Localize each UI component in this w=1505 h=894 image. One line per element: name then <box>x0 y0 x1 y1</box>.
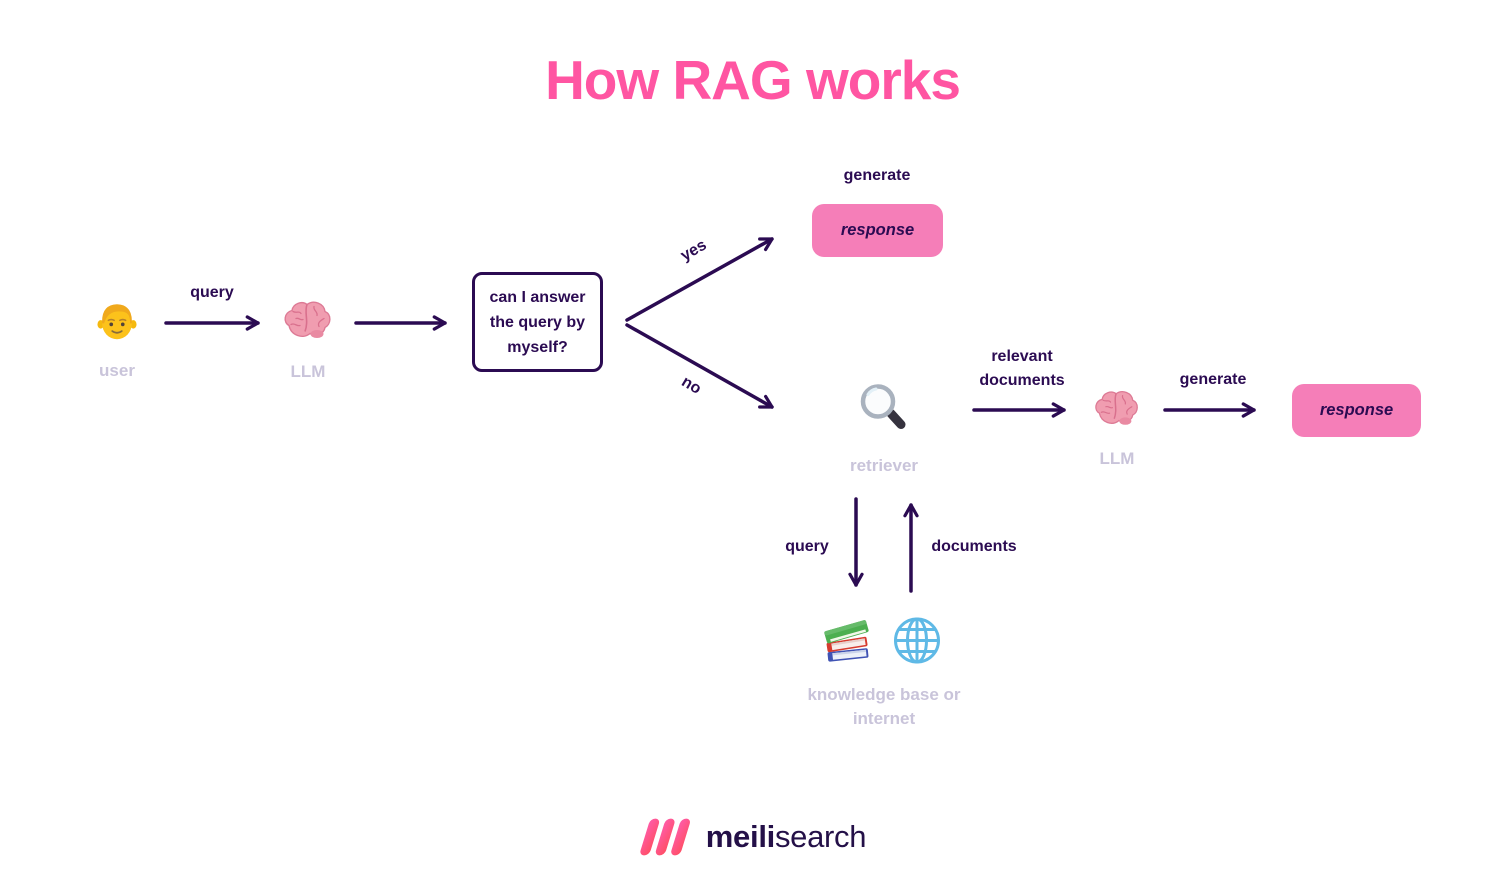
magnifying-glass-icon <box>855 381 911 442</box>
meilisearch-stripes-icon <box>639 818 690 856</box>
response2-box: response <box>1292 384 1421 437</box>
llm2-node-label: LLM <box>1099 449 1135 468</box>
no-branch-label: no <box>678 373 705 398</box>
knowledge-base-node-label: knowledge base or internet <box>807 685 961 728</box>
kb-query-edge-label: query <box>785 538 829 555</box>
retriever-node-label: retriever <box>849 456 919 475</box>
page-title: How RAG works <box>545 49 961 111</box>
generate2-edge-label: generate <box>1179 371 1247 388</box>
generate-edge-label: generate <box>843 167 911 184</box>
brain-emoji-icon <box>281 299 335 350</box>
kb-documents-edge-label: documents <box>931 538 1017 555</box>
arrow-no-branch <box>625 323 774 409</box>
response-box-label: response <box>840 221 915 239</box>
man-emoji-icon <box>94 299 140 350</box>
yes-branch-label: yes <box>677 236 710 265</box>
query-edge-label: query <box>190 284 234 301</box>
brand-wordmark: meilisearch <box>705 819 867 855</box>
brand-wordmark-bold: meili <box>705 819 775 854</box>
brain-emoji-icon <box>1092 388 1142 436</box>
meilisearch-logo: meilisearch <box>639 816 867 858</box>
books-emoji-icon <box>820 613 876 672</box>
decision-box: can I answer the query by myself? <box>472 272 603 372</box>
relevant-documents-edge-label: relevant documents <box>979 348 1065 389</box>
llm-node-label: LLM <box>290 362 326 381</box>
response2-box-label: response <box>1319 401 1394 419</box>
brand-wordmark-regular: search <box>774 819 867 854</box>
decision-question: can I answer the query by myself? <box>489 288 586 356</box>
response-box: response <box>812 204 943 257</box>
user-node-label: user <box>99 361 135 380</box>
globe-emoji-icon <box>891 615 943 672</box>
